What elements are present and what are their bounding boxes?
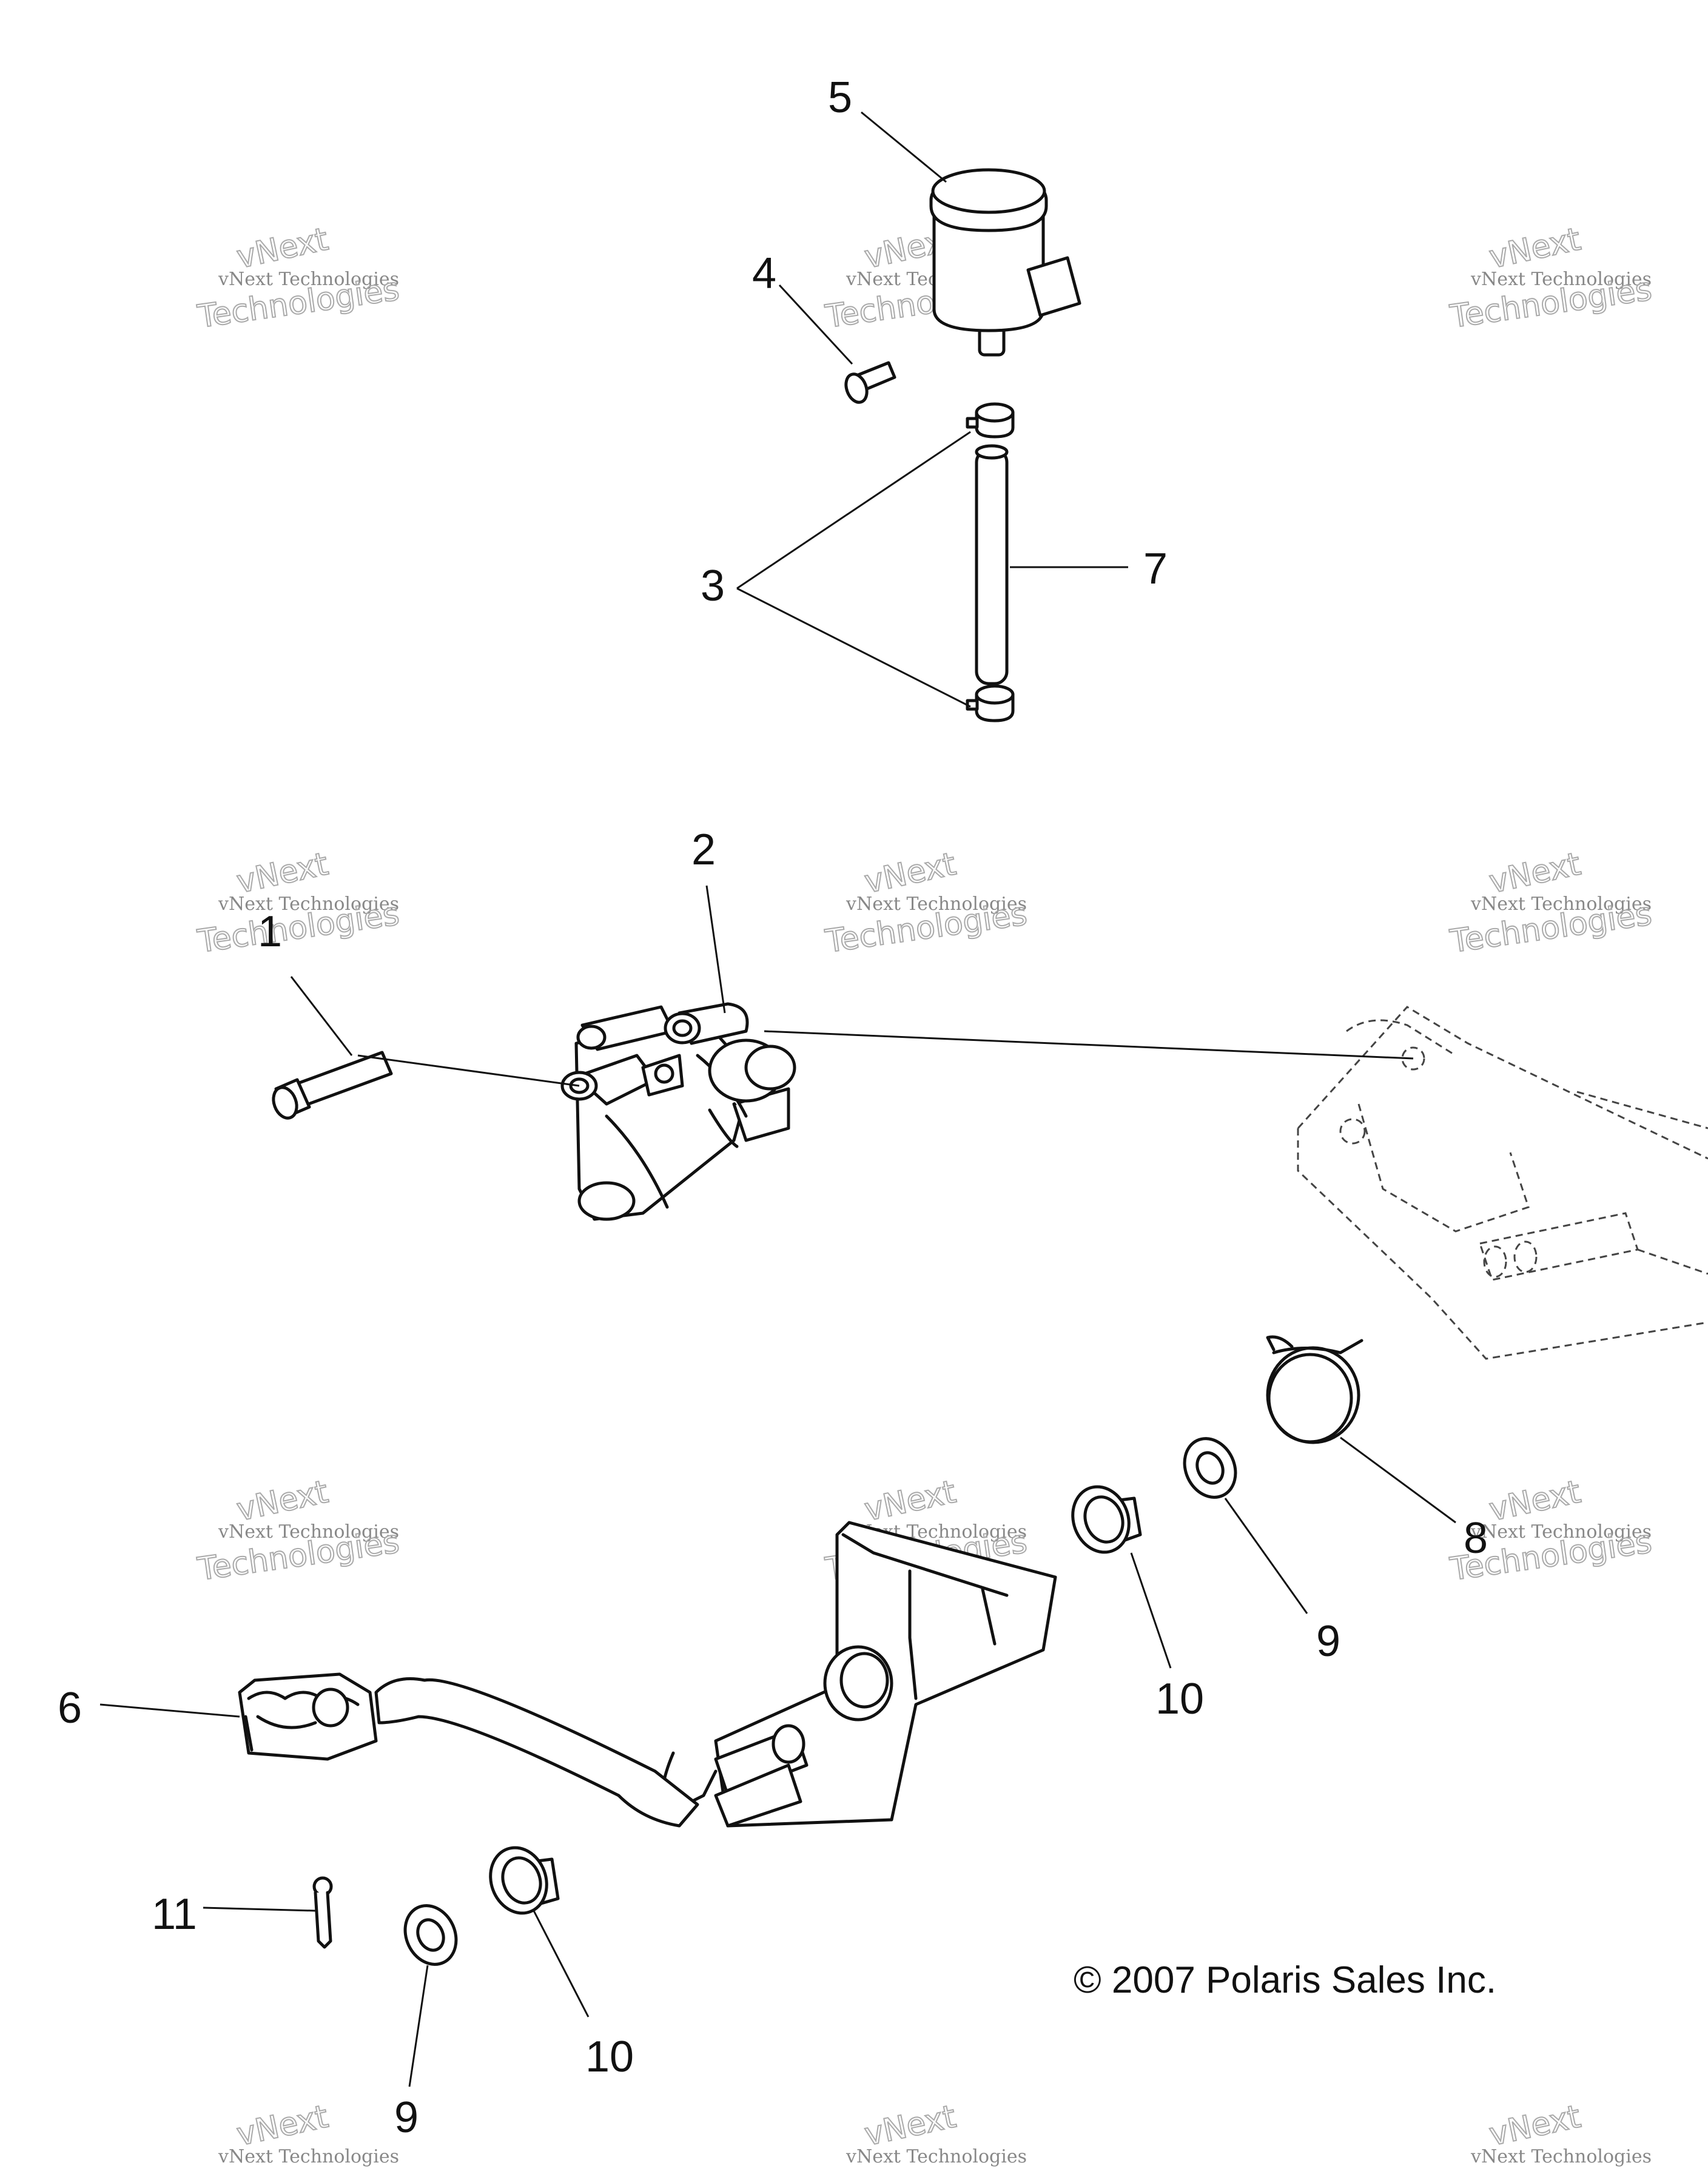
- watermark-text: vNext Technologies: [1470, 2146, 1652, 2167]
- leader-5: [861, 111, 947, 183]
- callout-6: 6: [58, 1684, 82, 1732]
- watermark-text: vNext Technologies: [1470, 893, 1652, 915]
- part-cotter-pin: [312, 1876, 333, 1949]
- watermark-brand: vNext: [861, 2099, 959, 2153]
- part-bolt: [272, 1051, 393, 1120]
- watermark-text: vNext Technologies: [218, 269, 399, 290]
- part-hose-clamp-top: [966, 402, 1015, 439]
- leader-2: [705, 885, 726, 1014]
- watermark-text: vNext Technologies: [218, 893, 399, 915]
- watermark-brand: vNext: [1486, 221, 1584, 276]
- part-hose-clamp-bottom: [966, 684, 1015, 722]
- part-spring: [1266, 1335, 1363, 1444]
- part-washer-upper: [1183, 1437, 1237, 1499]
- callout-11: 11: [152, 1890, 197, 1939]
- watermark-text: vNext Technologies: [846, 2146, 1027, 2167]
- part-master-cylinder: [560, 1002, 796, 1221]
- callout-9-upper: 9: [1316, 1617, 1340, 1666]
- leader-11: [203, 1906, 316, 1912]
- watermark: vNext vNext Technologies Technologies: [1447, 221, 1655, 336]
- watermark-brand: vNext: [234, 846, 331, 901]
- part-brake-pedal: [238, 1521, 1057, 1828]
- watermark: vNext vNext Technologies: [1470, 2098, 1652, 2167]
- part-washer-lower: [403, 1904, 458, 1966]
- watermark-text: vNext Technologies: [846, 893, 1027, 915]
- callouts: 5 4 3 7 2 1 8 9 10 6 11 10 9: [58, 73, 1488, 2142]
- leader-2-to-bracket: [764, 1030, 1414, 1060]
- watermark: vNext vNext Technologies Technologies: [822, 846, 1030, 961]
- leader-6: [99, 1703, 240, 1718]
- callout-9-lower: 9: [394, 2093, 419, 2142]
- callout-7: 7: [1143, 545, 1168, 593]
- watermark-brand: vNext: [861, 1474, 959, 1529]
- watermark: vNext vNext Technologies Technologies: [195, 1473, 402, 1589]
- watermark: vNext vNext Technologies Technologies: [195, 846, 402, 961]
- watermark-text: vNext Technologies: [1470, 1521, 1652, 1543]
- leader-3b: [736, 587, 971, 708]
- leader-4: [778, 284, 853, 365]
- watermark: vNext vNext Technologies: [846, 2098, 1027, 2167]
- watermark-brand: vNext: [1486, 846, 1584, 901]
- watermark-text: vNext Technologies: [218, 2146, 399, 2167]
- watermark: vNext vNext Technologies Technologies: [195, 221, 402, 336]
- leader-10b: [533, 1910, 590, 2018]
- leader-9a: [1224, 1498, 1308, 1614]
- leader-9b: [408, 1965, 429, 2087]
- watermark: vNext vNext Technologies Technologies: [1447, 846, 1655, 961]
- watermark: vNext vNext Technologies: [218, 2098, 399, 2167]
- copyright-notice: © 2007 Polaris Sales Inc.: [1074, 1959, 1496, 2001]
- callout-5: 5: [828, 73, 852, 122]
- part-frame-bracket: [1297, 1006, 1708, 1360]
- watermark-text: vNext Technologies: [1470, 269, 1652, 290]
- leader-8: [1340, 1436, 1456, 1524]
- watermark-brand: vNext: [861, 846, 959, 901]
- watermark-brand: vNext: [1486, 1474, 1584, 1529]
- part-hose: [975, 444, 1009, 685]
- watermark-text: vNext Technologies: [218, 1521, 399, 1543]
- part-reservoir: [929, 168, 1081, 357]
- leader-10a: [1130, 1552, 1172, 1669]
- callout-4: 4: [752, 249, 776, 298]
- watermark-brand: vNext: [234, 1474, 331, 1529]
- watermarks: vNext vNext Technologies Technologies vN…: [195, 221, 1655, 2167]
- watermark-brand: vNext: [234, 2099, 331, 2153]
- part-bushing-upper: [1071, 1485, 1142, 1554]
- callout-3: 3: [701, 562, 725, 610]
- callout-2: 2: [691, 826, 716, 874]
- callout-10-upper: 10: [1155, 1675, 1204, 1723]
- part-screw: [844, 361, 896, 404]
- part-bushing-lower: [489, 1846, 560, 1915]
- watermark-brand: vNext: [1486, 2099, 1584, 2153]
- callout-10-lower: 10: [585, 2033, 634, 2081]
- leader-1: [290, 976, 353, 1056]
- watermark-brand: vNext: [234, 221, 331, 276]
- callout-8: 8: [1464, 1514, 1488, 1563]
- leader-3a: [736, 431, 971, 590]
- leader-lines: [99, 111, 1456, 2087]
- callout-1: 1: [258, 907, 282, 956]
- leader-1-to-part: [357, 1054, 580, 1087]
